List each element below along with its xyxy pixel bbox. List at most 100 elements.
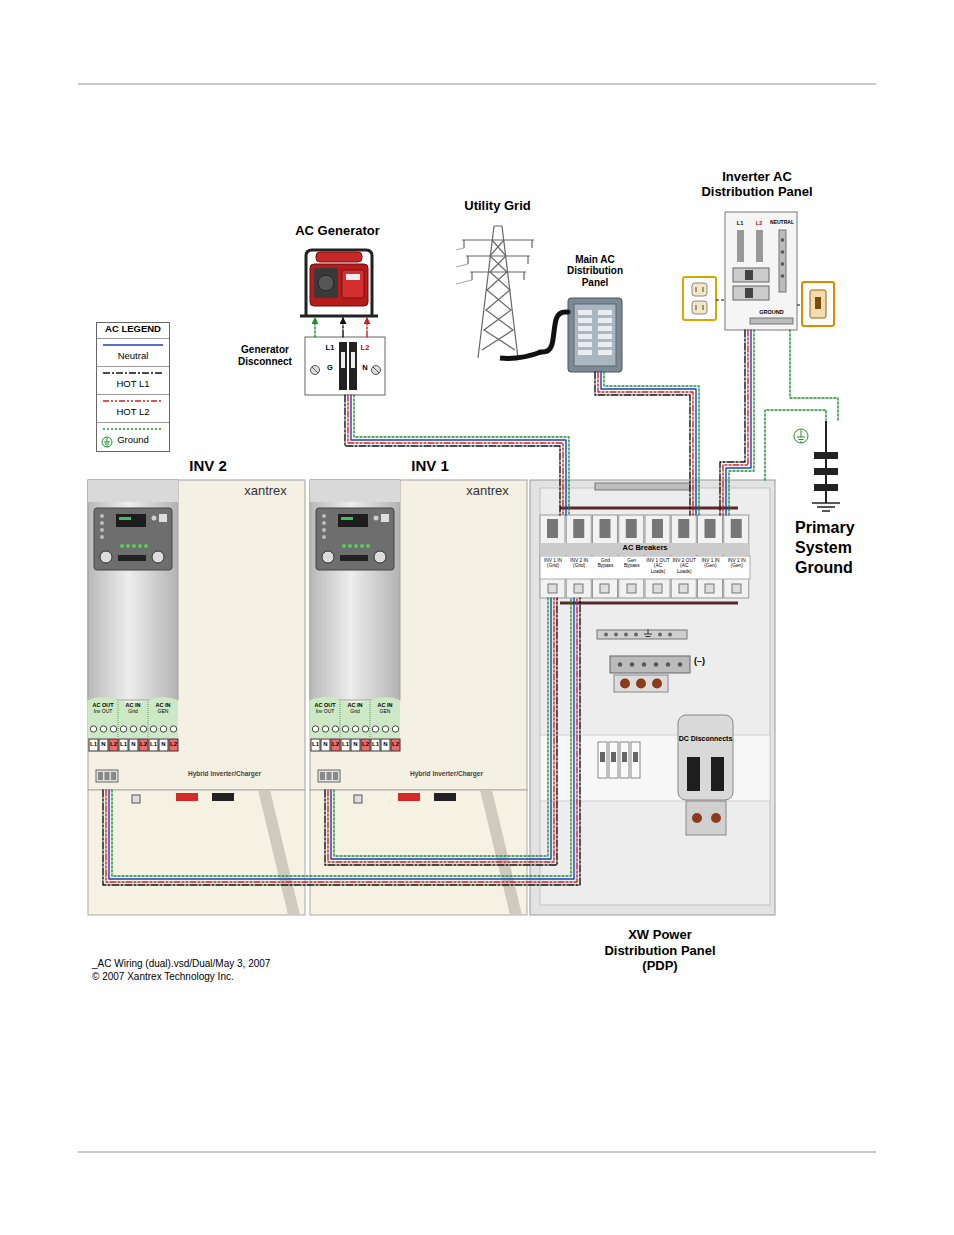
inverter-illustration [88, 480, 305, 915]
brand-name: xantrex [450, 484, 525, 499]
pdp-illustration [618, 662, 622, 666]
inverter-ac-panel-illustration [781, 274, 785, 278]
legend-line-sample [103, 344, 163, 346]
terminal-group-label: Inv OUT [310, 709, 340, 715]
pdp-illustration [610, 656, 690, 673]
inverter-illustration [150, 726, 156, 732]
terminal-label: L2 [391, 741, 400, 748]
bus-label: L1 [734, 220, 746, 226]
inverter-illustration [119, 739, 128, 751]
breaker-label: Grid Bypass [594, 558, 618, 569]
inverter-illustration [88, 790, 305, 915]
inverter-ac-panel-illustration [756, 230, 763, 262]
generator-disconnect-illustration [311, 366, 320, 375]
inverter-illustration [96, 770, 118, 782]
terminal-label: L2 [169, 741, 178, 748]
inverter-illustration [132, 795, 140, 803]
breaker-module [732, 584, 741, 593]
breaker-module [731, 519, 742, 538]
ground-rod-illustration [814, 484, 838, 491]
pdp-illustration [678, 662, 682, 666]
pdp-illustration [614, 675, 668, 692]
pdp-illustration [595, 483, 690, 490]
inverter-ac-panel-illustration [745, 288, 753, 298]
breaker-module [540, 543, 750, 555]
breaker-module [600, 519, 611, 538]
generator-illustration [300, 250, 378, 316]
outlet-illustration [692, 301, 707, 314]
terminal-group-label: Inv OUT [88, 709, 118, 715]
outlet-illustration [692, 283, 707, 296]
terminal-group-label: AC IN [340, 702, 370, 708]
pdp-illustration [614, 633, 618, 637]
breaker-module [627, 584, 636, 593]
inverter-illustration [100, 528, 104, 532]
inverter-illustration [132, 544, 136, 548]
inverter-illustration [152, 516, 157, 521]
inverter-illustration [212, 793, 234, 801]
pdp-illustration [711, 757, 724, 791]
inverter-illustration [100, 521, 104, 525]
ac-breaker-bank: AC Breakers [540, 515, 750, 598]
breaker-module [540, 556, 750, 579]
main-panel-illustration [598, 310, 612, 315]
terminal-label: L2 [331, 741, 340, 748]
brand-name: xantrex [228, 484, 303, 499]
main-panel-illustration [574, 304, 616, 366]
inverter-illustration [120, 726, 126, 732]
ground-rod-illustration [814, 452, 838, 459]
terminal-label: L2 [358, 344, 372, 352]
pdp-illustration [620, 679, 630, 689]
bank-label: AC Breakers [595, 544, 695, 553]
generator-disconnect-illustration [339, 342, 347, 390]
wire [765, 410, 826, 480]
outlet-illustration [683, 277, 716, 320]
pdp-illustration [668, 633, 672, 637]
terminal-group-label: AC IN [370, 702, 400, 708]
breaker-module [679, 584, 688, 593]
legend-row: HOT L1 [97, 366, 169, 394]
main-panel-illustration [598, 334, 612, 339]
pdp-illustration [711, 813, 721, 823]
generator-illustration [300, 315, 378, 318]
inverter-illustration [94, 508, 172, 570]
model-label: Hybrid Inverter/Charger [410, 770, 522, 777]
wire [103, 598, 580, 885]
inverter-illustration [116, 514, 146, 527]
inverter-illustration [176, 793, 198, 801]
generator-disconnect-illustration [349, 342, 357, 390]
legend-row: Ground [97, 422, 169, 450]
ground-symbol [102, 437, 112, 447]
legend-line-sample [103, 372, 163, 374]
breaker-module [574, 584, 583, 593]
breaker-label: Gen Bypass [620, 558, 644, 569]
utility-cable [540, 312, 568, 352]
breaker-module [626, 519, 637, 538]
wire [540, 312, 568, 352]
inverter-illustration [88, 480, 305, 790]
breaker-module [678, 519, 689, 538]
legend-text: HOT L2 [97, 407, 169, 417]
inverter-ac-panel-illustration [781, 262, 785, 266]
ground-rod-illustration [794, 429, 808, 443]
generator-illustration [310, 264, 368, 306]
terminal-label: L1 [323, 344, 337, 352]
transmission-tower [464, 240, 532, 280]
terminal-label: L2 [361, 741, 370, 748]
main-panel-illustration [578, 318, 592, 323]
inverter-ac-panel-illustration [750, 318, 793, 324]
breaker-module [653, 584, 662, 593]
wire [112, 598, 571, 876]
inverter-illustration [130, 726, 136, 732]
unit-heading: INV 2 [148, 457, 268, 474]
inverter-ac-panel-illustration [781, 238, 785, 242]
terminal-label: L2 [109, 741, 118, 748]
pdp-illustration [666, 662, 670, 666]
inverter-illustration [88, 480, 178, 502]
pdp-illustration [560, 602, 738, 605]
inverter-illustration [120, 544, 124, 548]
generator-disconnect: Generator Disconnect [305, 337, 385, 395]
inverter-illustration [118, 555, 146, 561]
breaker-label: INV 1 IN (Gen) [699, 558, 723, 569]
